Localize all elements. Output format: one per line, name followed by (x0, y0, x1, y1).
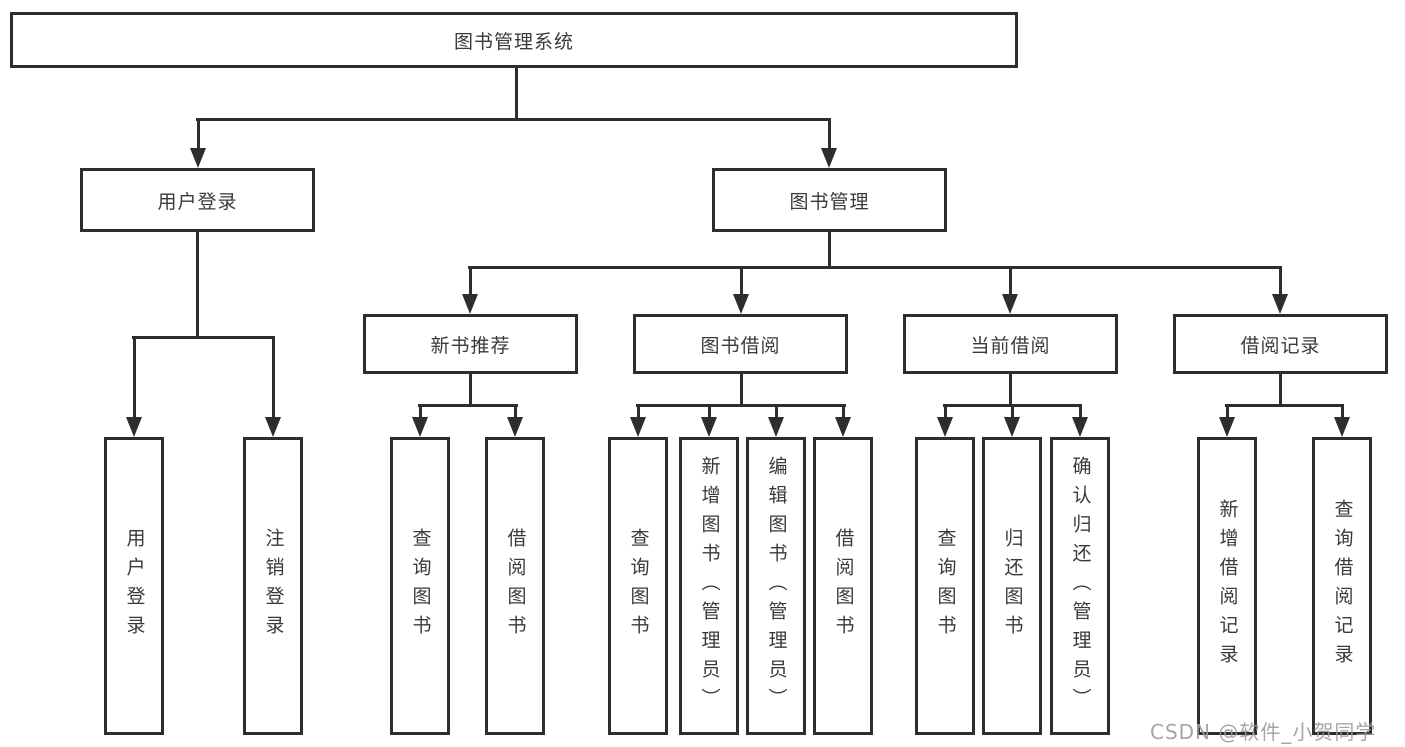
leaf-label: 新增借阅记录 (1216, 499, 1239, 673)
arrow-down-icon (1072, 417, 1088, 437)
leaf-edit-books-admin: 编辑图书（管理员） (746, 437, 806, 735)
leaf-label: 新增图书（管理员） (698, 455, 721, 717)
leaf-label: 编辑图书（管理员） (765, 455, 788, 717)
csdn-watermark: CSDN @软件_小贺同学 (1150, 720, 1377, 744)
arrow-down-icon (937, 417, 953, 437)
connector-drop (842, 404, 845, 419)
connector-drop (272, 336, 275, 419)
arrow-down-icon (1004, 417, 1020, 437)
arrow-down-icon (412, 417, 428, 437)
node-borrow-records: 借阅记录 (1173, 314, 1388, 374)
node-new-book-recommend: 新书推荐 (363, 314, 578, 374)
connector-borrowrecord-stem (1279, 374, 1282, 407)
arrow-down-icon (462, 294, 478, 314)
arrow-down-icon (835, 417, 851, 437)
leaf-logout-login: 注销登录 (243, 437, 303, 735)
connector-drop (637, 404, 640, 419)
leaf-label: 借阅图书 (504, 528, 527, 644)
leaf-user-login: 用户登录 (104, 437, 164, 735)
connector-currentborrow-stem (1009, 374, 1012, 407)
leaf-query-books-newbook: 查询图书 (390, 437, 450, 735)
connector-newbook-stem (469, 374, 472, 407)
connector-drop (1226, 404, 1229, 419)
connector-bookmgmt-stem (828, 232, 831, 268)
connector-drop (133, 336, 136, 419)
arrow-down-icon (190, 148, 206, 168)
leaf-label: 确认归还（管理员） (1069, 455, 1092, 717)
leaf-label: 注销登录 (262, 528, 285, 644)
arrow-down-icon (768, 417, 784, 437)
connector-root-stem (515, 68, 518, 118)
arrow-down-icon (1334, 417, 1350, 437)
connector-userlogin-bar (132, 336, 275, 339)
leaf-return-books: 归还图书 (982, 437, 1042, 735)
leaf-label: 借阅图书 (832, 528, 855, 644)
connector-borrowrecord-bar (1225, 404, 1344, 407)
leaf-query-books-current: 查询图书 (915, 437, 975, 735)
arrow-down-icon (265, 417, 281, 437)
leaf-label: 归还图书 (1001, 528, 1024, 644)
node-current-borrow: 当前借阅 (903, 314, 1118, 374)
leaf-label: 用户登录 (123, 528, 146, 644)
arrow-down-icon (126, 417, 142, 437)
node-root: 图书管理系统 (10, 12, 1018, 68)
leaf-label: 查询图书 (627, 528, 650, 644)
connector-root-bar (196, 118, 831, 121)
connector-drop (1341, 404, 1344, 419)
arrow-down-icon (507, 417, 523, 437)
connector-drop (740, 266, 743, 296)
connector-bookborrow-bar (636, 404, 846, 407)
arrow-down-icon (1272, 294, 1288, 314)
node-user-login: 用户登录 (80, 168, 315, 232)
connector-drop (1079, 404, 1082, 419)
connector-bookborrow-stem (740, 374, 743, 407)
leaf-label: 查询图书 (409, 528, 432, 644)
leaf-query-books-borrow: 查询图书 (608, 437, 668, 735)
connector-drop (1279, 266, 1282, 296)
connector-drop (469, 266, 472, 296)
leaf-borrow-books-borrow: 借阅图书 (813, 437, 873, 735)
node-book-borrow: 图书借阅 (633, 314, 848, 374)
arrow-down-icon (1219, 417, 1235, 437)
leaf-confirm-return-admin: 确认归还（管理员） (1050, 437, 1110, 735)
arrow-down-icon (1002, 294, 1018, 314)
connector-bookmgmt-bar (468, 266, 1282, 269)
leaf-add-books-admin: 新增图书（管理员） (679, 437, 739, 735)
leaf-add-borrow-record: 新增借阅记录 (1197, 437, 1257, 735)
connector-drop (514, 404, 517, 419)
connector-newbook-bar (418, 404, 518, 407)
arrow-down-icon (701, 417, 717, 437)
leaf-query-borrow-record: 查询借阅记录 (1312, 437, 1372, 735)
arrow-down-icon (821, 148, 837, 168)
connector-drop (1009, 266, 1012, 296)
leaf-borrow-books-newbook: 借阅图书 (485, 437, 545, 735)
connector-drop (944, 404, 947, 419)
connector-drop (1011, 404, 1014, 419)
connector-userlogin-stem (196, 232, 199, 338)
connector-drop (197, 118, 200, 150)
connector-drop (828, 118, 831, 150)
arrow-down-icon (630, 417, 646, 437)
arrow-down-icon (733, 294, 749, 314)
connector-drop (708, 404, 711, 419)
leaf-label: 查询借阅记录 (1331, 499, 1354, 673)
connector-drop (419, 404, 422, 419)
node-book-management: 图书管理 (712, 168, 947, 232)
leaf-label: 查询图书 (934, 528, 957, 644)
connector-drop (775, 404, 778, 419)
